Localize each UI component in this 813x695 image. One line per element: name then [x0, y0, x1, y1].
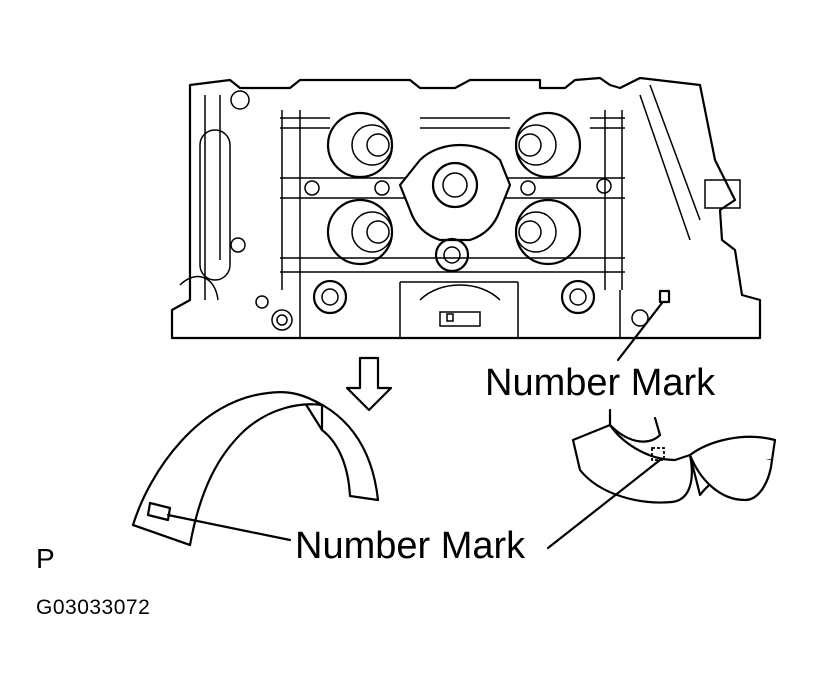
cam-bearing-lower-left — [326, 198, 394, 266]
shell-number-mark — [146, 501, 172, 522]
down-arrow-icon — [345, 356, 393, 412]
cam-bearing-lower-right — [514, 198, 582, 266]
figure-code: G03033072 — [36, 596, 151, 619]
engine-block — [170, 76, 762, 340]
cam-bearing-upper-left — [326, 111, 394, 179]
bearing-cap-right — [571, 408, 777, 504]
number-mark-label-upper: Number Mark — [485, 362, 716, 404]
leader-line-lower-left — [166, 513, 292, 542]
number-mark-label-lower: Number Mark — [295, 525, 526, 567]
leader-line-lower-right — [546, 458, 662, 550]
cam-bearing-upper-right — [514, 111, 582, 179]
cap-number-mark — [651, 447, 665, 461]
leader-line-upper — [616, 301, 664, 362]
block-number-mark — [658, 289, 671, 304]
bearing-shell-left — [131, 391, 380, 547]
central-boss — [398, 143, 512, 273]
page-letter: P — [36, 543, 55, 574]
